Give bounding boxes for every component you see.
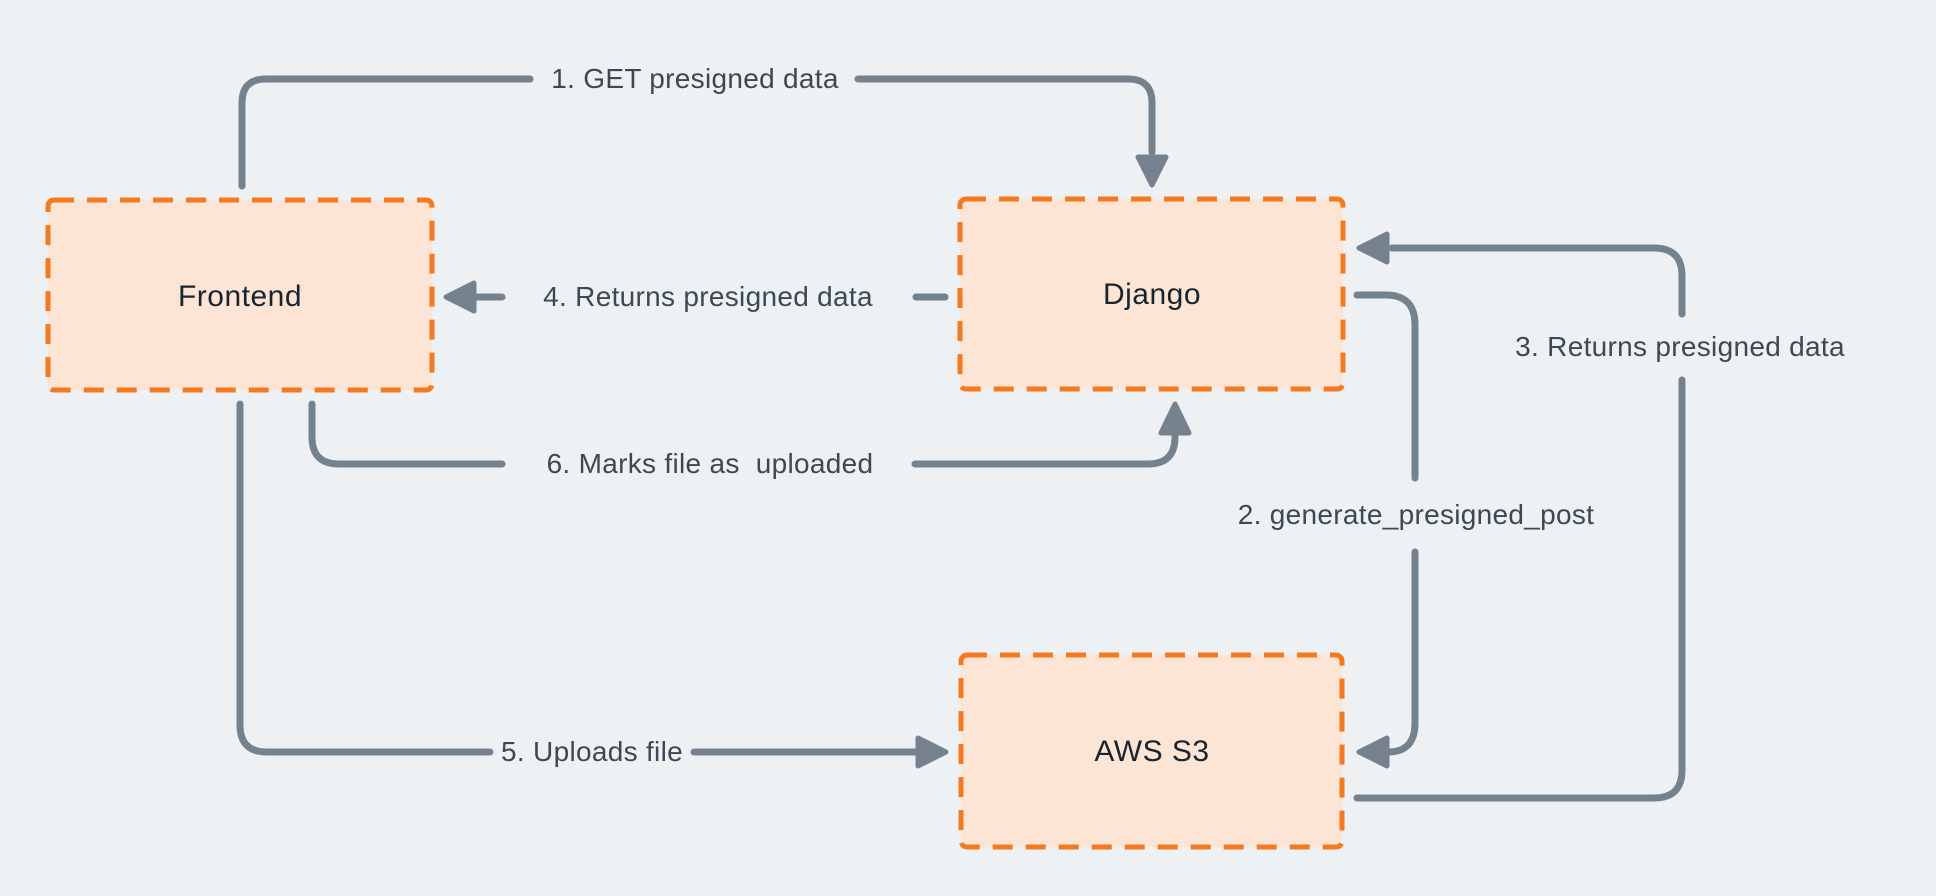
edge-label-5-uploads-file: 5. Uploads file [501, 736, 683, 767]
edge-label-3-returns-presigned-data: 3. Returns presigned data [1515, 331, 1845, 362]
arrowhead-left-icon [1356, 735, 1390, 769]
edge-generate-presigned-post [1353, 291, 1419, 769]
django-box [957, 196, 1346, 392]
arrowhead-right-icon [915, 735, 949, 769]
aws-s3-node-label: AWS S3 [1094, 735, 1210, 768]
edge-returns-presigned-data-to-frontend [443, 280, 949, 314]
edge-label-2-generate-presigned-post: 2. generate_presigned_post [1237, 499, 1595, 530]
arrowhead-down-icon [1135, 154, 1169, 188]
aws-s3-box [958, 652, 1345, 850]
frontend-box [45, 197, 435, 393]
frontend-node-label: Frontend [177, 280, 303, 313]
arrowhead-up-icon [1158, 401, 1192, 436]
django-node-label: Django [1102, 278, 1202, 311]
arrowhead-left-icon [443, 280, 477, 314]
edge-uploads-file [236, 400, 949, 769]
edge-label-1-get-presigned-data: 1. GET presigned data [551, 63, 839, 94]
edge-get-presigned-data [238, 75, 1169, 190]
edge-marks-file-uploaded [308, 400, 1192, 468]
arrowhead-left-icon [1356, 231, 1390, 265]
edge-label-4-returns-presigned-data: 4. Returns presigned data [543, 281, 873, 312]
edge-label-6-marks-file-uploaded: 6. Marks file as uploaded [546, 448, 874, 479]
edge-returns-presigned-data-to-django [1353, 231, 1686, 802]
